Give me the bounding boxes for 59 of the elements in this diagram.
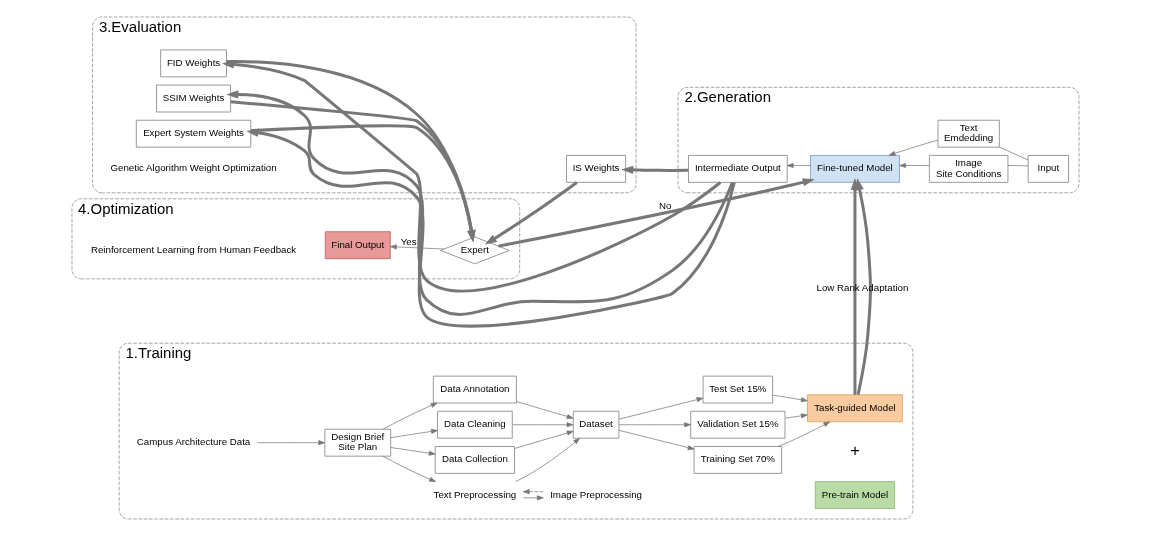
arrow [382,402,437,430]
arrow [771,394,808,403]
arrow [888,139,938,156]
arrow [389,244,444,250]
arrow [381,455,436,482]
node-box: Validation Set 15% [689,410,785,439]
node-text: Image Preprocessing [549,488,642,500]
node-box: Data Cleaning [436,410,513,439]
node-box: Dataset [572,410,619,439]
node-text: Text Preprocessing [433,488,516,500]
arrow [850,178,872,395]
node-box: Data Collection [434,446,515,474]
arrow [620,165,688,175]
arrow [256,440,325,446]
node-box: Expert System Weights [135,119,251,148]
edge-label: Low Rank Adaptation [816,282,908,294]
arrow [497,178,815,248]
arrow [515,401,573,419]
node-box: Pre-train Model [814,481,895,509]
arrow [225,90,734,316]
label: + [849,440,860,459]
node-box: Data Annotation [432,375,517,404]
label: Genetic Algorithm Weight Optimization [109,162,277,174]
node-box: IS Weights [565,155,626,183]
arrow [389,447,435,456]
arrow [245,128,736,328]
node-box: SSIM Weights [155,84,231,113]
arrow [522,489,544,495]
arrow [898,163,929,168]
arrow [618,397,703,420]
node-box: Task-guided Model [806,394,903,423]
arrow [784,413,808,419]
arrow [511,422,573,428]
connector [998,146,1028,161]
arrow [618,429,694,451]
node-box: Fine-tuned Model [809,155,900,183]
node-box: Test Set 15% [702,375,773,404]
connector [1007,165,1028,167]
arrow [514,438,580,482]
arrow [786,163,811,168]
node-box: Intermediate Output [687,155,788,183]
node-text: Campus Architecture Data [136,436,250,448]
arrow [618,422,691,428]
arrow [777,421,830,447]
node-box: Final Output [324,231,391,260]
label: Reinforcement Learning from Human Feedback [90,243,296,255]
arrow [522,495,544,501]
edge-label: Yes [400,235,417,247]
node-box: Text Emdedding [937,119,1000,148]
node-box: Image Site Conditions [928,155,1008,183]
node-box: FID Weights [159,49,227,78]
arrow [389,428,438,439]
node-box: Design Brief Site Plan [324,428,391,457]
arrow [221,60,721,293]
arrow [484,181,578,245]
node-box: Input [1027,155,1069,183]
edge-label: No [658,199,671,211]
arrow [513,430,574,449]
node-box: Training Set 70% [693,446,782,474]
